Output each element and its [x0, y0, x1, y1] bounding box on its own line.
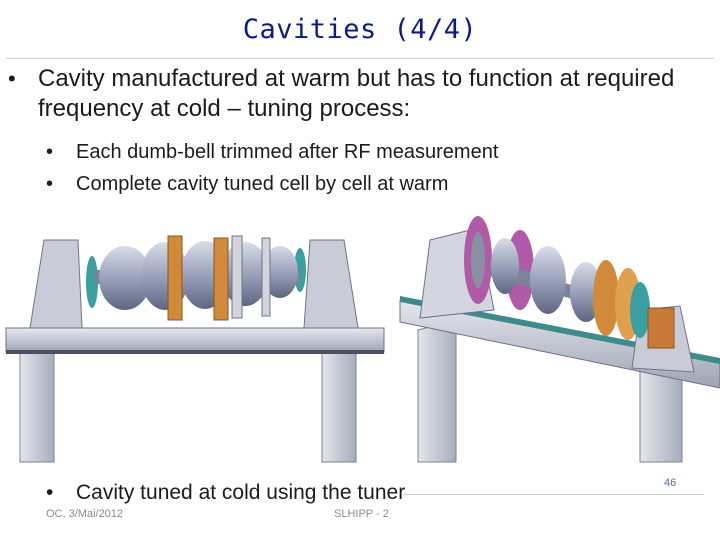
bullet-glyph: • [8, 66, 16, 91]
footer-event: SLHIPP - 2 [334, 508, 389, 520]
title-divider [6, 58, 714, 59]
footer-date: OC, 3/Mai/2012 [46, 508, 124, 520]
bullet-main-text: Cavity manufactured at warm but has to f… [38, 65, 675, 122]
right-bench [399, 216, 720, 463]
bullet-glyph: • [46, 173, 54, 195]
bullet-sub-2-text: Complete cavity tuned cell by cell at wa… [76, 173, 449, 195]
bullet-sub-1-text: Each dumb-bell trimmed after RF measurem… [76, 141, 499, 163]
bullet-bottom-text: Cavity tuned at cold using the tuner [76, 481, 406, 504]
bullet-glyph: • [46, 481, 54, 504]
bullet-glyph: • [46, 141, 54, 163]
slide-title: Cavities (4/4) [242, 14, 478, 45]
page-number: 46 [664, 477, 677, 489]
footer-divider [404, 494, 704, 495]
left-bench [5, 235, 385, 463]
tuning-bench-illustration [5, 216, 720, 463]
